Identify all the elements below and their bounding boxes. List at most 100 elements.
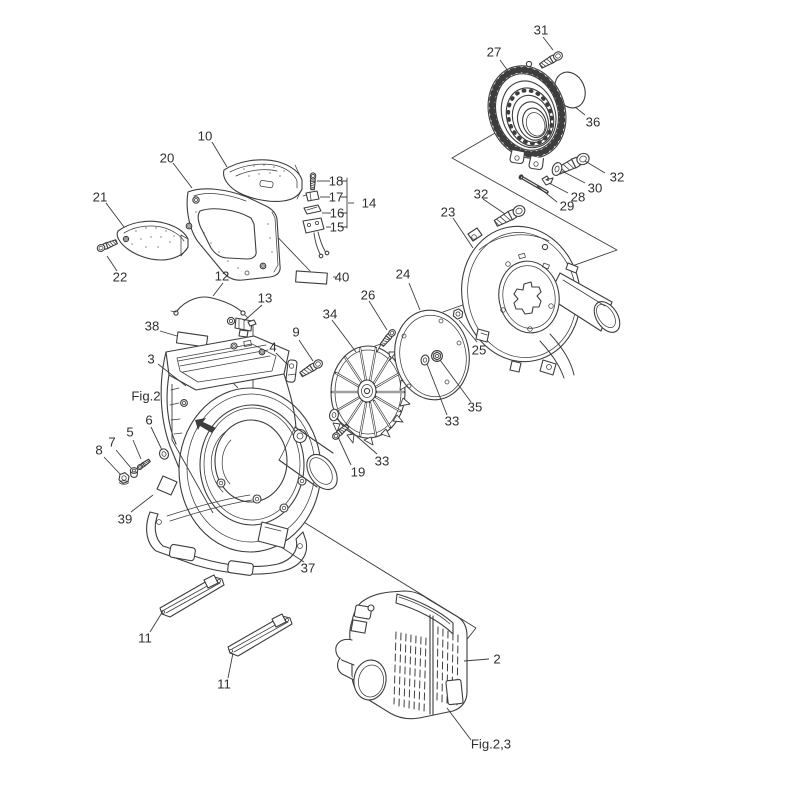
- part-leader-25: [459, 320, 477, 342]
- screw-31: [538, 49, 565, 70]
- part-leader-23: [453, 218, 473, 248]
- part-leader-38: [160, 331, 177, 336]
- part-leader-4: [276, 353, 288, 365]
- engine-2: [336, 591, 467, 719]
- screw-32-lower: [492, 202, 528, 229]
- bracket-14-lines: [341, 178, 347, 228]
- part-number-label-36: 36: [586, 115, 601, 130]
- label-plate-40: [296, 271, 328, 284]
- part-leader-22: [107, 256, 117, 271]
- washer-30: [551, 161, 564, 176]
- part-number-label-13: 13: [258, 291, 273, 306]
- part-number-label-25: 25: [472, 343, 487, 358]
- rail-11-right: [228, 614, 292, 656]
- part-leader-28: [549, 183, 568, 193]
- figure-ref-label-Fig.2: Fig.2: [131, 389, 160, 404]
- recoil-housing: [351, 658, 388, 702]
- starter-cover-27: [476, 56, 577, 170]
- cylinder-fins-right: [437, 627, 458, 705]
- part-number-label-12: 12: [215, 269, 230, 284]
- part-number-label-21: 21: [93, 190, 108, 205]
- part-leader-21: [106, 203, 124, 227]
- part-number-label-23: 23: [441, 205, 456, 220]
- splined-bore: [514, 282, 541, 314]
- screw-26: [379, 327, 398, 348]
- rod-29: [518, 174, 547, 192]
- part-number-label-5: 5: [126, 425, 133, 440]
- part-leader-30: [562, 171, 585, 183]
- part-leader-5: [133, 440, 141, 459]
- part-number-label-37: 37: [301, 561, 316, 576]
- part-leader-19: [338, 437, 351, 465]
- rail-11-left: [160, 575, 224, 617]
- part-number-label-26: 26: [361, 288, 376, 303]
- wire-leads: [314, 232, 325, 254]
- screw-32-upper: [555, 150, 592, 177]
- part-number-label-11: 11: [138, 631, 152, 646]
- screw-5: [136, 458, 152, 471]
- fastener-set-14: [303, 172, 347, 258]
- blower-volute-23: [449, 215, 625, 378]
- part-number-label-31: 31: [534, 23, 549, 38]
- nut-8: [117, 471, 131, 484]
- part-number-label-14: 14: [362, 196, 377, 211]
- housing-outlet-tube: [301, 449, 344, 495]
- collar-7: [130, 468, 137, 478]
- part-leader-11: [228, 653, 233, 678]
- part-number-label-7: 7: [108, 435, 115, 450]
- part-leader-24: [409, 283, 420, 310]
- part-leader-37: [281, 547, 304, 562]
- part-leader-33: [427, 364, 447, 415]
- part-number-label-16: 16: [330, 206, 345, 221]
- part-leader-34: [332, 320, 356, 352]
- direction-arrow: [195, 418, 216, 433]
- part-number-label-40: 40: [335, 270, 350, 285]
- part-leader-35: [440, 360, 471, 402]
- part-leader-33: [337, 419, 377, 454]
- part-number-label-4: 4: [269, 340, 276, 355]
- handle-grip-21: [117, 221, 188, 260]
- part-number-label-11: 11: [217, 677, 231, 692]
- part-leader-32: [585, 161, 605, 173]
- seal-ring-36: [549, 67, 591, 113]
- part-leader-39: [131, 495, 153, 512]
- part-leader-10: [212, 142, 227, 167]
- switch-13: [227, 317, 256, 337]
- part-number-label-10: 10: [198, 129, 213, 144]
- part-number-label-3: 3: [147, 352, 154, 367]
- nut-35: [432, 351, 443, 362]
- switch-block-17: [306, 191, 319, 201]
- label-plate-38: [176, 332, 207, 347]
- part-leader-13: [244, 305, 262, 321]
- part-number-label-33: 33: [375, 454, 390, 469]
- handle-bracket-20: [186, 189, 280, 280]
- cylinder-fins-left: [394, 632, 426, 712]
- part-number-label-2: 2: [493, 652, 500, 667]
- part-number-label-18: 18: [329, 174, 344, 189]
- terminal-plate-15: [303, 218, 324, 233]
- part-number-label-15: 15: [330, 220, 345, 235]
- label-plate-39: [157, 476, 177, 495]
- part-number-label-17: 17: [329, 190, 344, 205]
- part-leader-2: [464, 659, 489, 661]
- screw-22: [95, 238, 119, 253]
- part-leader-11: [150, 611, 163, 632]
- part-leader-3: [158, 364, 186, 386]
- screw-18: [309, 172, 317, 191]
- part-number-label-34: 34: [323, 307, 338, 322]
- plate-16: [304, 205, 321, 214]
- clip-nut-28: [542, 176, 553, 185]
- part-leader-27: [500, 60, 508, 71]
- part-number-label-35: 35: [468, 400, 483, 415]
- part-number-label-30: 30: [588, 181, 603, 196]
- screw-9: [298, 357, 325, 379]
- base-frame-37: [147, 495, 307, 576]
- washer-33-fan: [328, 408, 339, 421]
- nut-25: [452, 307, 464, 321]
- part-leader-6: [151, 427, 162, 450]
- part-leader-12: [213, 283, 223, 296]
- part-number-label-19: 19: [351, 465, 366, 480]
- part-number-label-8: 8: [95, 443, 102, 458]
